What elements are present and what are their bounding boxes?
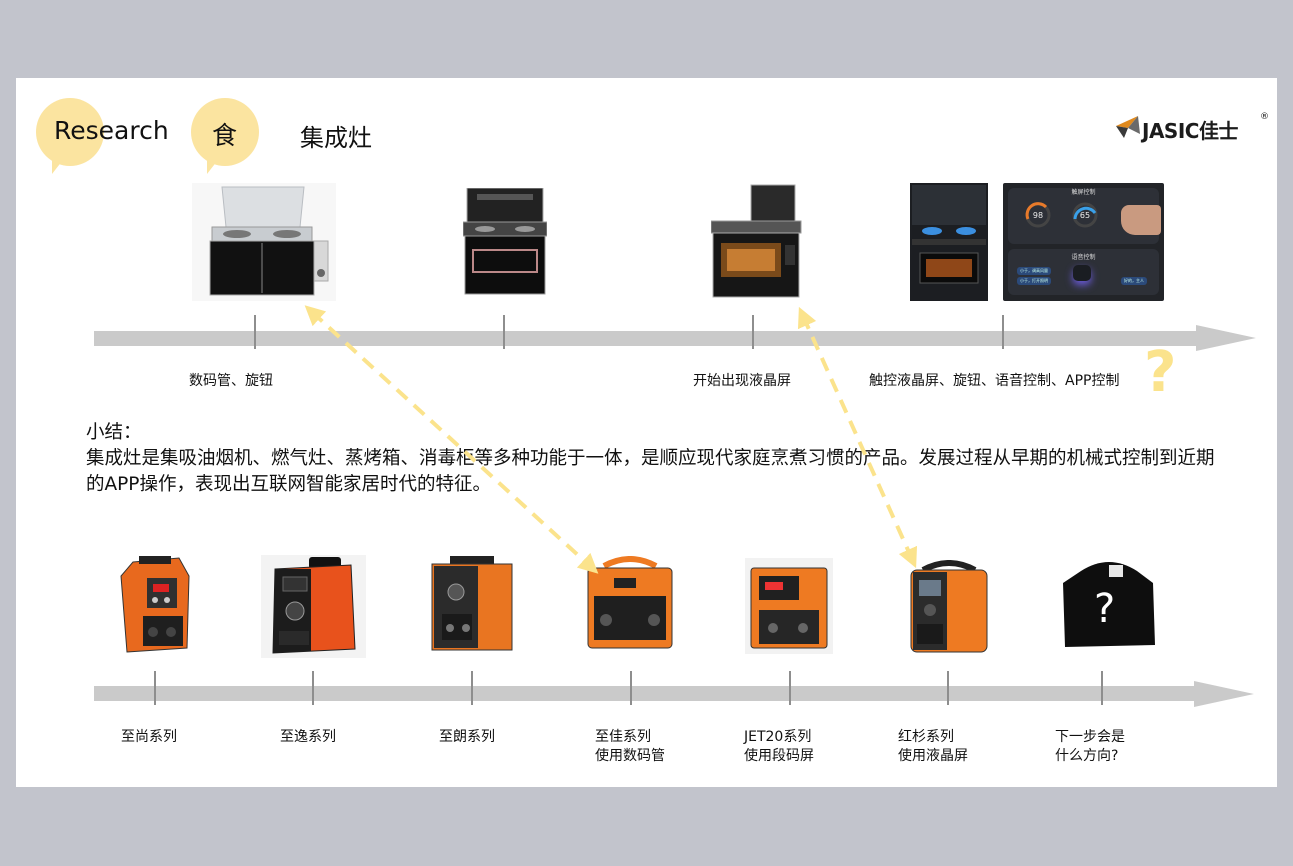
logo-registered: ® bbox=[1260, 112, 1269, 122]
bottom-label-7-line2: 什么方向? bbox=[1055, 748, 1119, 764]
research-label: Research bbox=[54, 116, 169, 145]
welder-4-image bbox=[587, 556, 673, 649]
summary-heading: 小结： bbox=[86, 422, 142, 443]
jasic-logo: JASIC佳士 ® bbox=[1114, 112, 1269, 143]
voice-chip-2: 小于，打开照明 bbox=[1017, 277, 1051, 285]
stove-3-image bbox=[711, 184, 802, 298]
bottom-label-5: JET20系列 使用段码屏 bbox=[744, 728, 814, 766]
bottom-label-4-line2: 使用数码管 bbox=[595, 748, 665, 764]
stove-2-image bbox=[463, 188, 547, 295]
hand-touch-shape bbox=[1121, 205, 1161, 235]
welder-5-image bbox=[745, 558, 833, 654]
bottom-tick-3 bbox=[471, 671, 473, 705]
connector-arrows bbox=[304, 305, 918, 574]
bottom-label-6-line2: 使用液晶屏 bbox=[898, 748, 968, 764]
unknown-product-silhouette bbox=[1063, 562, 1155, 647]
bottom-label-6-line1: 红杉系列 bbox=[898, 729, 954, 745]
bottom-label-3-line1: 至朗系列 bbox=[439, 729, 495, 745]
bottom-label-3: 至朗系列 bbox=[439, 728, 495, 747]
connector-arrow-2 bbox=[797, 306, 918, 569]
bottom-label-5-line2: 使用段码屏 bbox=[744, 748, 814, 764]
top-timeline-arrowhead bbox=[1196, 325, 1256, 351]
voice-control-title: 语音控制 bbox=[1071, 254, 1096, 261]
top-tick-3 bbox=[752, 315, 754, 349]
timer-dial-icon bbox=[1072, 202, 1098, 228]
bottom-label-7: 下一步会是 什么方向? bbox=[1055, 728, 1125, 766]
welder-1-image bbox=[120, 556, 190, 653]
top-tick-1 bbox=[254, 315, 256, 349]
bottom-label-4-line1: 至佳系列 bbox=[595, 729, 651, 745]
unknown-product-question: ? bbox=[1094, 586, 1116, 632]
bottom-tick-5 bbox=[789, 671, 791, 705]
touch-control-panel-image: 触屏控制 98 65 语音控制 小于，调高风量 小于，打开照明 好的，主人 bbox=[1003, 183, 1164, 301]
bottom-label-1: 至尚系列 bbox=[121, 728, 177, 747]
bottom-label-5-line1: JET20系列 bbox=[744, 729, 812, 745]
bottom-label-1-line1: 至尚系列 bbox=[121, 729, 177, 745]
bottom-tick-6 bbox=[947, 671, 949, 705]
bottom-label-7-line1: 下一步会是 bbox=[1055, 729, 1125, 745]
stove-1-image bbox=[192, 183, 336, 301]
stove-4-image bbox=[910, 183, 988, 301]
voice-chip-1: 小于，调高风量 bbox=[1017, 267, 1051, 275]
bottom-tick-4 bbox=[630, 671, 632, 705]
connector-arrow-1 bbox=[304, 305, 599, 574]
top-tick-4 bbox=[1002, 315, 1004, 349]
question-mark-icon: ? bbox=[1144, 340, 1177, 405]
jasic-logo-mark-icon bbox=[1116, 116, 1140, 138]
bottom-timeline-bar bbox=[94, 686, 1214, 701]
welder-6-image bbox=[910, 560, 988, 653]
top-label-2: 开始出现液晶屏 bbox=[693, 373, 791, 389]
food-bubble bbox=[191, 98, 259, 174]
bottom-tick-1 bbox=[154, 671, 156, 705]
research-bubble bbox=[36, 98, 104, 174]
bottom-label-6: 红杉系列 使用液晶屏 bbox=[898, 728, 968, 766]
logo-text: JASIC佳士 bbox=[1142, 119, 1238, 143]
top-label-3: 触控液晶屏、旋钮、语音控制、APP控制 bbox=[869, 373, 1120, 389]
bottom-tick-2 bbox=[312, 671, 314, 705]
bottom-tick-7 bbox=[1101, 671, 1103, 705]
page-title: 集成灶 bbox=[300, 124, 372, 152]
touch-panel-title: 触屏控制 bbox=[1071, 189, 1096, 196]
dial-2-value: 65 bbox=[1079, 211, 1091, 220]
bottom-timeline-arrowhead bbox=[1194, 681, 1254, 707]
dial-1-value: 98 bbox=[1032, 211, 1044, 220]
voice-chip-3: 好的，主人 bbox=[1121, 277, 1147, 285]
food-label: 食 bbox=[212, 121, 238, 150]
bottom-label-4: 至佳系列 使用数码管 bbox=[595, 728, 665, 766]
bottom-label-2: 至逸系列 bbox=[280, 728, 336, 747]
voice-assistant-icon bbox=[1073, 265, 1091, 281]
slide: Research 食 集成灶 JASIC佳士 ® bbox=[16, 78, 1277, 787]
bottom-label-2-line1: 至逸系列 bbox=[280, 729, 336, 745]
top-label-1: 数码管、旋钮 bbox=[189, 373, 273, 389]
temperature-dial-icon bbox=[1025, 202, 1051, 228]
